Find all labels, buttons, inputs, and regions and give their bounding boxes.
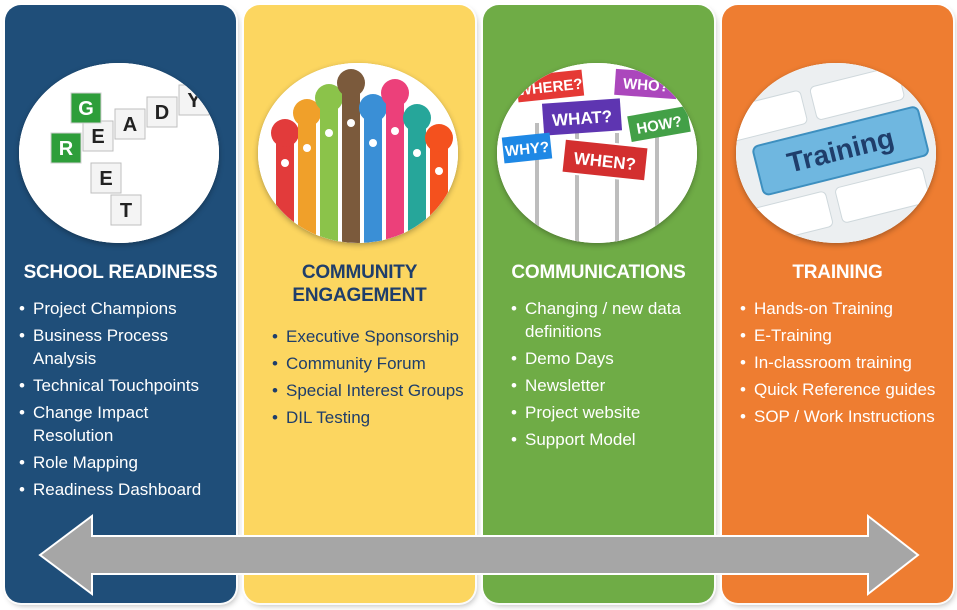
list-item: Changing / new data definitions [511,297,709,343]
sign-text: WHY? [504,139,550,161]
list-item: Demo Days [511,347,709,370]
heart-icon [281,119,443,175]
panel-school-readiness: R E A D Y G E T SCHOOL READINESS Project… [5,5,236,603]
list-item: Hands-on Training [740,297,950,320]
hand-icon [381,79,409,243]
list-item: Newsletter [511,374,709,397]
panel-title: TRAINING [792,262,883,283]
hand-icon [403,104,431,243]
list-item: Special Interest Groups [272,379,470,402]
die-a [114,108,146,140]
training-key [752,106,929,196]
list-item: Project Champions [19,297,231,320]
keyboard-illustration: Training [736,63,936,243]
die-letter: R [59,138,74,160]
panel-community-engagement: COMMUNITY ENGAGEMENT Executive Sponsorsh… [244,5,475,603]
list-item: Quick Reference guides [740,378,950,401]
die-t [110,194,142,226]
sign-why [501,132,553,164]
panel-title: COMMUNITY ENGAGEMENT [244,261,475,307]
die-letter: E [91,126,104,148]
die-d [146,96,178,128]
item-list: Executive Sponsorship Community Forum Sp… [272,325,470,433]
list-item: Community Forum [272,352,470,375]
list-item: Readiness Dashboard [19,478,231,501]
sign-what [541,98,623,136]
die-g [70,92,102,124]
get-ready-dice-image: R E A D Y G E T [19,63,219,243]
sign-when [560,137,650,183]
sign-who [614,68,678,100]
training-key-image: Training [736,63,936,243]
panel-title: COMMUNICATIONS [511,262,686,283]
list-item: E-Training [740,324,950,347]
item-list: Project Champions Business Process Analy… [19,297,231,505]
die-letter: E [99,168,112,190]
die-letter: G [78,98,94,120]
panel-communications: WHERE? WHO? WHAT? HOW? WHY? WHEN? COMMUN… [483,5,714,603]
list-item: SOP / Work Instructions [740,405,950,428]
die-letter: Y [187,90,201,112]
list-item: Support Model [511,428,709,451]
list-item: Business Process Analysis [19,324,231,370]
panel-training: Training TRAINING Hands-on Training E-Tr… [722,5,953,603]
hand-icon [337,69,365,243]
panel-title: SCHOOL READINESS [23,262,218,283]
list-item: Role Mapping [19,451,231,474]
list-item: In-classroom training [740,351,950,374]
raised-hands-image [258,63,458,243]
hand-icon [293,99,321,243]
list-item: Technical Touchpoints [19,374,231,397]
list-item: Executive Sponsorship [272,325,470,348]
hand-icon [315,84,343,243]
sign-text: WHO? [622,75,669,95]
hands-illustration [258,63,458,243]
dice-illustration: R E A D Y G E T [19,63,219,243]
die-letter: D [155,102,169,124]
die-e2 [90,162,122,194]
panel-title-text: COMMUNITY ENGAGEMENT [292,262,427,306]
item-list: Changing / new data definitions Demo Day… [511,297,709,455]
hand-icon [425,124,453,243]
sign-text: WHERE? [517,76,583,100]
sign-how [627,105,691,143]
sign-text: WHAT? [551,107,612,130]
list-item: Project website [511,401,709,424]
list-item: Change Impact Resolution [19,401,231,447]
die-r [50,132,82,164]
die-letter: A [123,114,137,136]
hand-icon [271,119,299,243]
die-y [178,84,210,116]
die-letter: T [120,200,132,222]
sign-where [515,69,585,103]
signs-illustration: WHERE? WHO? WHAT? HOW? WHY? WHEN? [497,63,697,243]
question-signs-image: WHERE? WHO? WHAT? HOW? WHY? WHEN? [497,63,697,243]
item-list: Hands-on Training E-Training In-classroo… [740,297,950,432]
hand-icon [359,94,387,243]
list-item: DIL Testing [272,406,470,429]
